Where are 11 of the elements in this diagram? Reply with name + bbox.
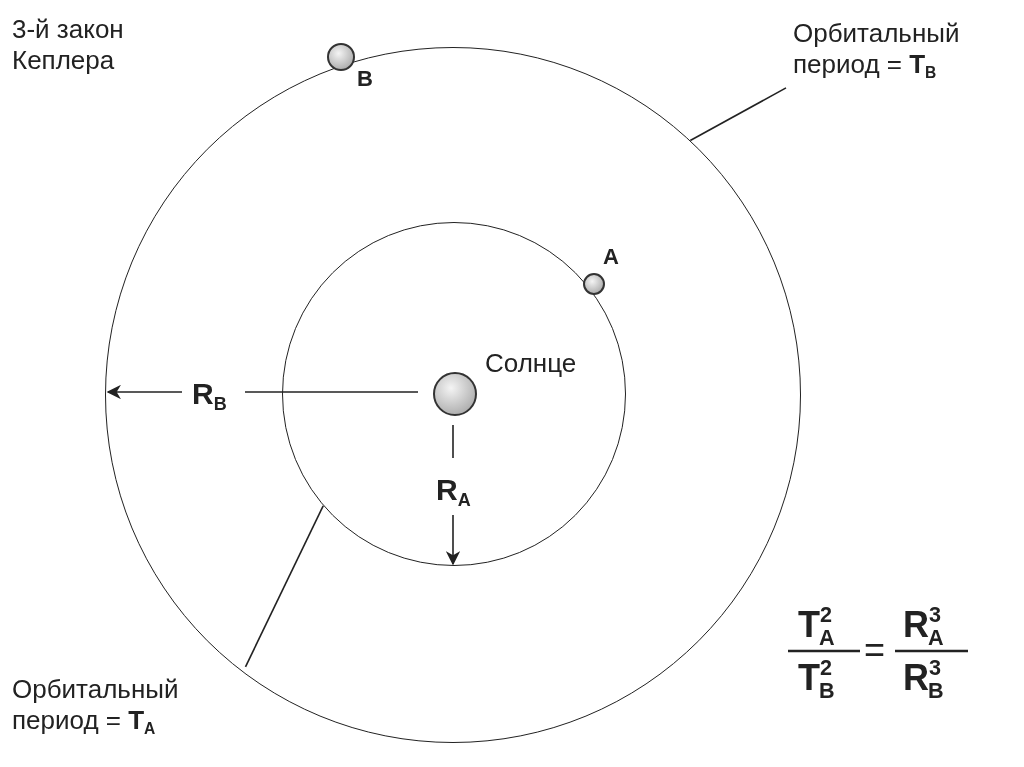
- planet-label: B: [357, 65, 373, 93]
- radius-label: R$_{B}$: [192, 376, 227, 414]
- planet-label: A: [603, 243, 619, 271]
- sun-label: Солнце: [485, 348, 577, 379]
- radius-label: R$_{A}$: [436, 472, 471, 510]
- title-text: 3-й закон Кеплера: [12, 14, 125, 76]
- orbital-period-text: Орбитальный период = T$_{B}$: [793, 18, 961, 83]
- equals-sign: =: [864, 630, 886, 670]
- leader-line: [689, 87, 787, 142]
- leader-line: [244, 505, 324, 668]
- orbital-period-text: Орбитальный период = T$_{A}$: [12, 674, 180, 739]
